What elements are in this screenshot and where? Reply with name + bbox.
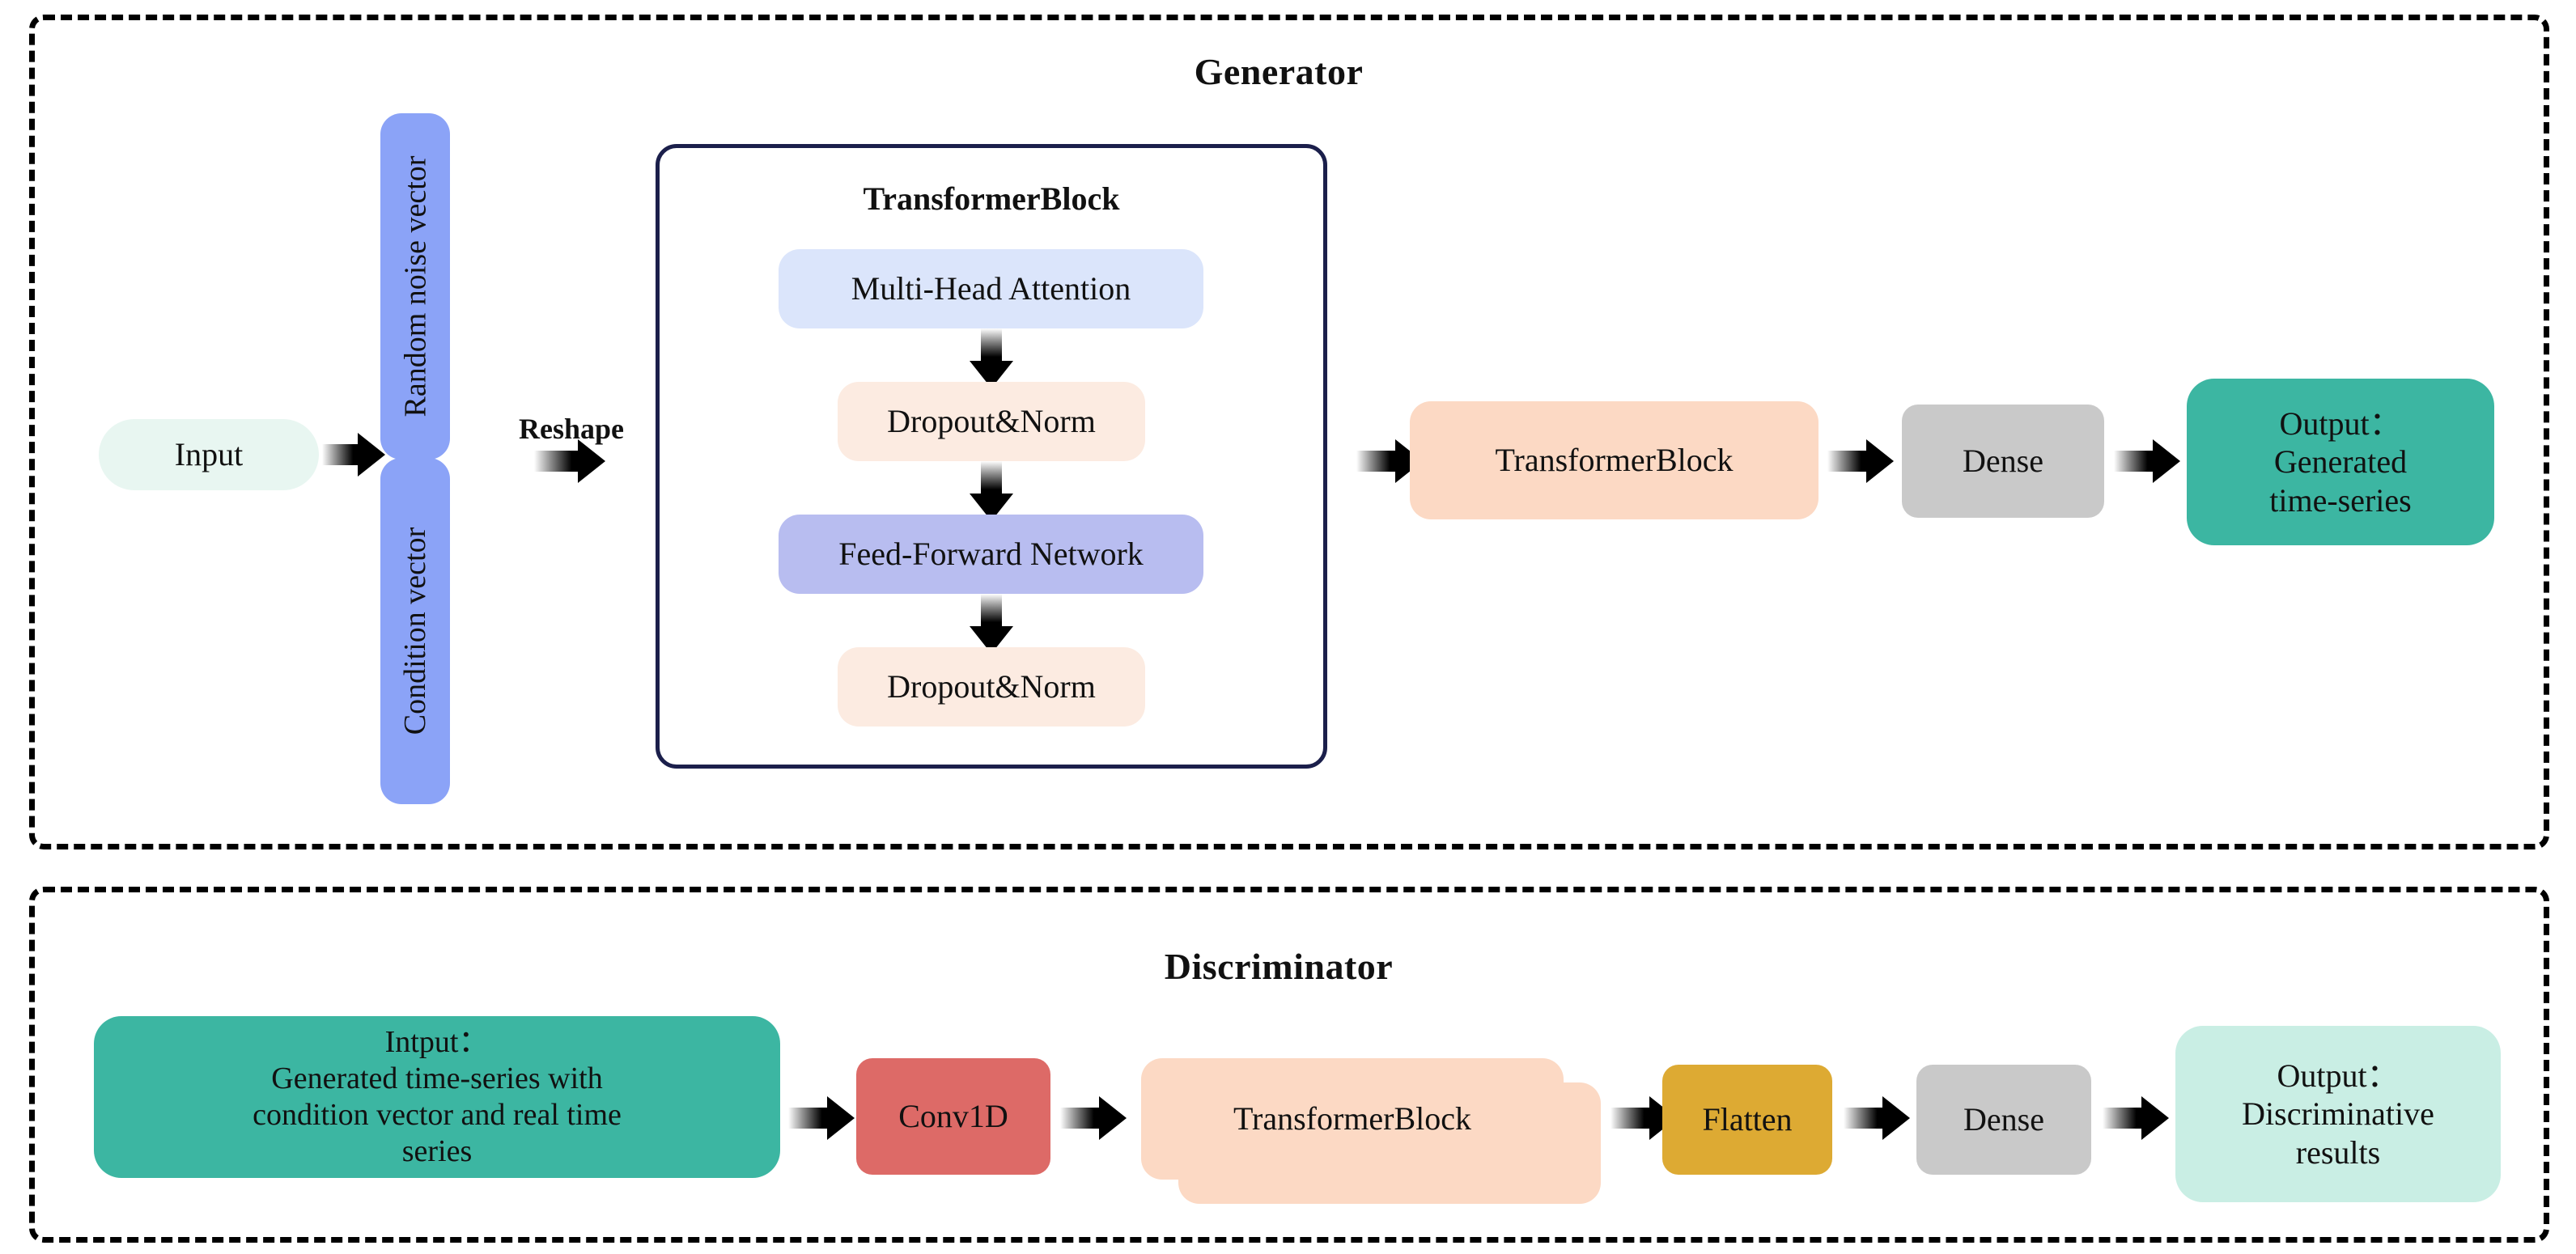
conv1d-label: Conv1D xyxy=(898,1098,1008,1135)
discriminator-input-line4: series xyxy=(401,1133,473,1168)
discriminator-output-line1: Output： xyxy=(2277,1057,2400,1095)
generator-dense-label: Dense xyxy=(1963,443,2043,480)
dropout-norm-node-1[interactable]: Dropout&Norm xyxy=(838,382,1145,461)
discriminator-input-node[interactable]: Intput： Generated time-series with condi… xyxy=(94,1016,780,1178)
feed-forward-network-node[interactable]: Feed-Forward Network xyxy=(779,515,1203,594)
generator-transformerblock-title: TransformerBlock xyxy=(863,180,1120,217)
discriminator-output-line3: results xyxy=(2295,1133,2381,1171)
generator-panel xyxy=(29,15,2549,849)
discriminator-output-line2: Discriminative xyxy=(2242,1095,2434,1133)
generator-output-line3: time-series xyxy=(2269,481,2412,519)
discriminator-input-line2: Generated time-series with xyxy=(271,1061,603,1096)
generator-output-line2: Generated xyxy=(2273,443,2408,481)
conv1d-node[interactable]: Conv1D xyxy=(856,1058,1050,1175)
generator-transformerblock-node-label: TransformerBlock xyxy=(1495,442,1734,479)
flatten-label: Flatten xyxy=(1702,1101,1793,1138)
discriminator-input-line3: condition vector and real time xyxy=(253,1098,622,1132)
generator-output-node[interactable]: Output： Generated time-series xyxy=(2187,379,2494,545)
random-noise-vector-label: Random noise vector xyxy=(398,155,432,417)
multi-head-attention-node[interactable]: Multi-Head Attention xyxy=(779,249,1203,328)
discriminator-transformerblock-label: TransformerBlock xyxy=(1233,1100,1472,1137)
dropout-norm-label-1: Dropout&Norm xyxy=(887,403,1096,440)
generator-input-label: Input xyxy=(174,436,244,473)
discriminator-panel-title: Discriminator xyxy=(1164,946,1394,987)
discriminator-dense-label: Dense xyxy=(1963,1101,2044,1138)
generator-panel-title: Generator xyxy=(1194,51,1364,92)
reshape-label: Reshape xyxy=(519,413,625,445)
generator-transformerblock-node[interactable]: TransformerBlock xyxy=(1410,401,1818,519)
dropout-norm-node-2[interactable]: Dropout&Norm xyxy=(838,647,1145,727)
multi-head-attention-label: Multi-Head Attention xyxy=(851,270,1131,307)
discriminator-dense-node[interactable]: Dense xyxy=(1916,1065,2091,1175)
condition-vector-label: Condition vector xyxy=(398,527,432,735)
discriminator-transformerblock-node[interactable]: TransformerBlock xyxy=(1141,1058,1564,1180)
random-noise-vector-bar[interactable]: Random noise vector xyxy=(380,113,450,460)
condition-vector-bar[interactable]: Condition vector xyxy=(380,458,450,804)
flatten-node[interactable]: Flatten xyxy=(1662,1065,1832,1175)
discriminator-output-node[interactable]: Output： Discriminative results xyxy=(2175,1026,2501,1202)
feed-forward-network-label: Feed-Forward Network xyxy=(838,536,1144,573)
discriminator-input-line1: Intput： xyxy=(384,1025,490,1060)
generator-output-line1: Output： xyxy=(2279,405,2402,443)
discriminator-panel xyxy=(29,887,2549,1243)
dropout-norm-label-2: Dropout&Norm xyxy=(887,668,1096,705)
generator-input-node[interactable]: Input xyxy=(99,419,319,490)
generator-dense-node[interactable]: Dense xyxy=(1902,405,2104,518)
